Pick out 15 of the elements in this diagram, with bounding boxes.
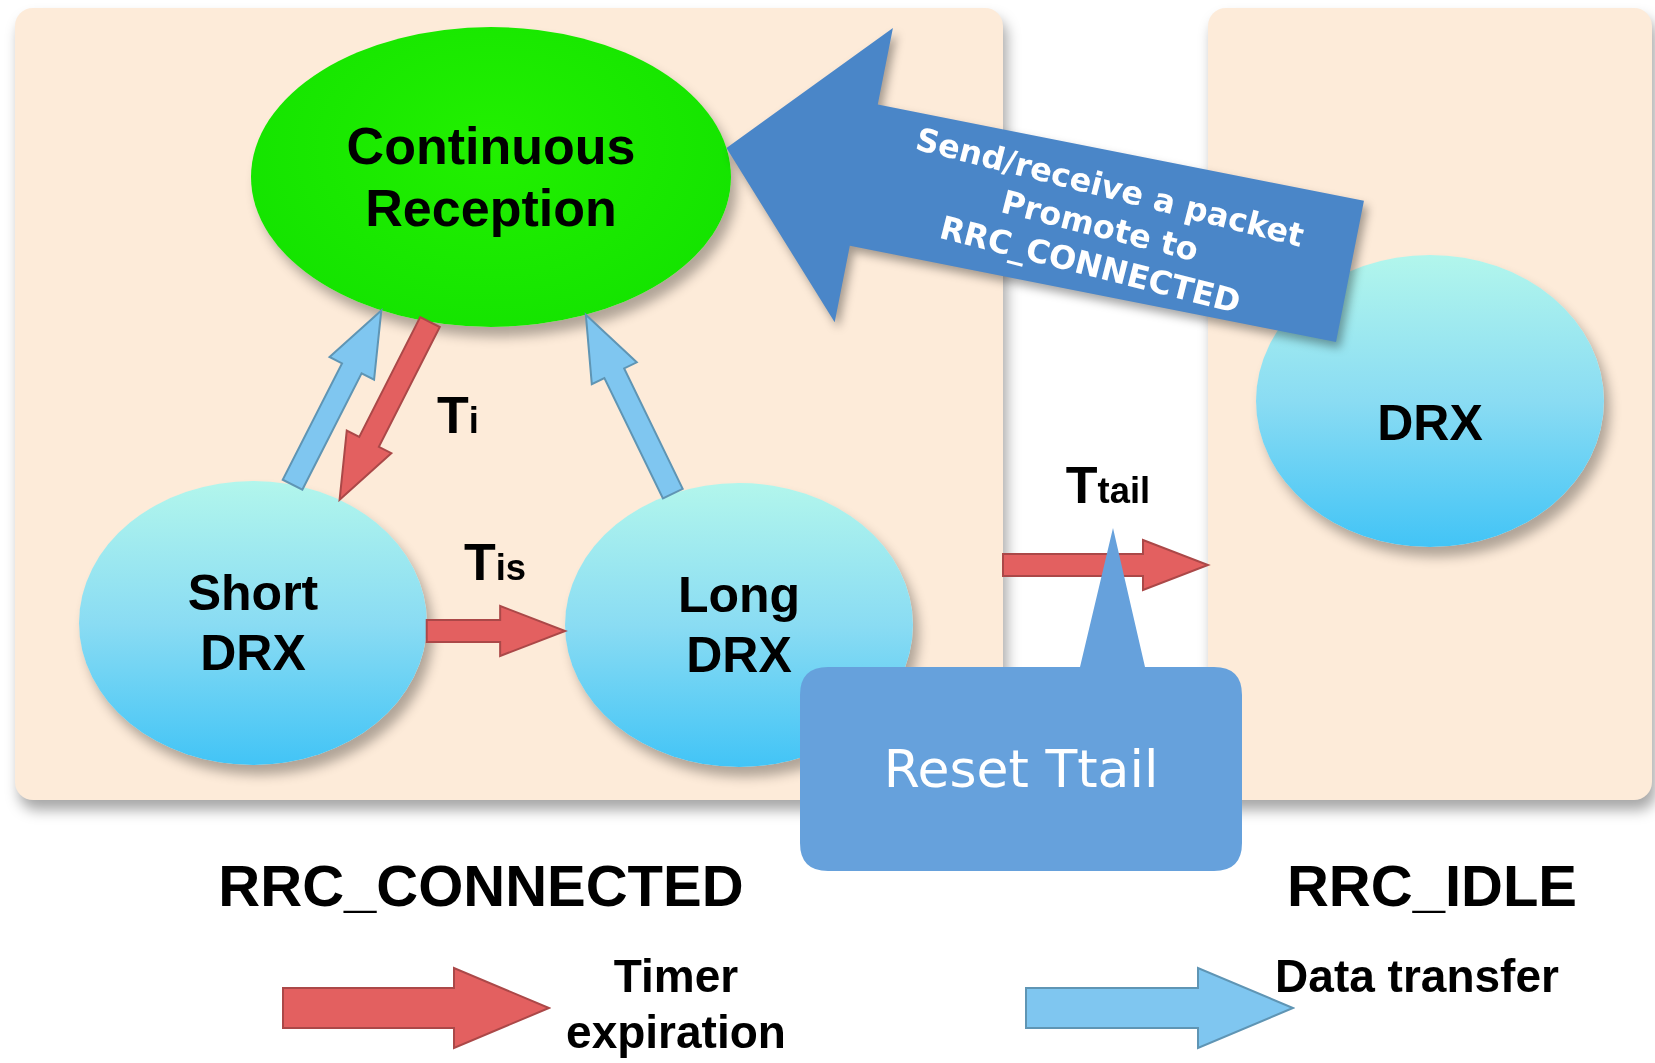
block-arrow (726, 28, 1364, 342)
arrow (281, 307, 383, 492)
arrow (338, 315, 442, 503)
arrow (584, 312, 685, 500)
arrow (1002, 538, 1211, 592)
arrow (425, 604, 568, 658)
callout-text: Reset Ttail (883, 739, 1159, 799)
state-label: Continuous Reception (345, 115, 637, 239)
state-heading: RRC_IDLE (1287, 851, 1577, 919)
state-label: DRX (1376, 394, 1484, 453)
state-label: Long DRX (676, 566, 802, 685)
state-label: Short DRX (186, 564, 320, 683)
legend-label: Timer expiration (565, 949, 787, 1060)
legend-label: Data transfer (1274, 949, 1560, 1004)
state-heading: RRC_CONNECTED (218, 851, 744, 919)
